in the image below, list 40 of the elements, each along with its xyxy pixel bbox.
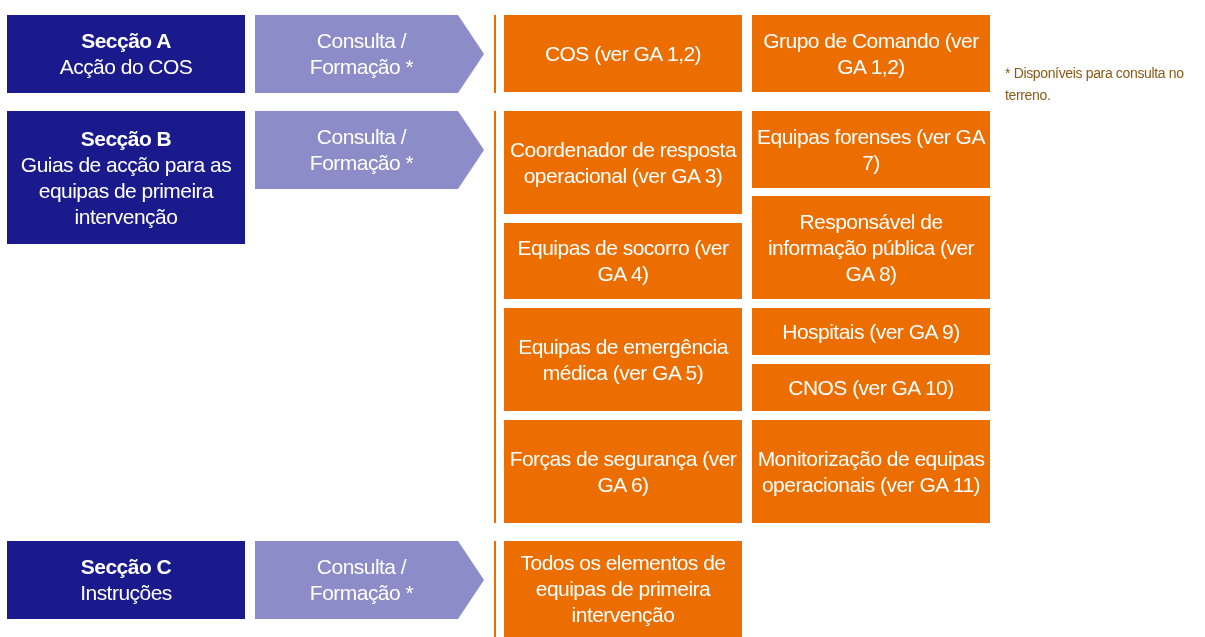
role-box: [504, 223, 742, 299]
chevron-banner: [255, 111, 484, 189]
role-label: Coordenador de resposta operacional (ver GA 3): [508, 136, 738, 189]
section-box: [7, 111, 245, 244]
role-label: CNOS (ver GA 10): [788, 374, 954, 401]
role-label: Forças de segurança (ver GA 6): [508, 445, 738, 498]
section-description: Guias de acção para as equipas de primeira intervenção: [19, 151, 233, 230]
role-box: [504, 111, 742, 214]
section-title: Secção B: [80, 125, 172, 152]
section-description: Acção do COS: [59, 54, 193, 80]
chevron-banner: [255, 541, 484, 619]
section-box: [7, 15, 245, 93]
role-box: [504, 15, 742, 92]
role-box: [752, 364, 990, 411]
chevron-label: Consulta / Formação *: [308, 124, 415, 176]
role-label: Responsável de informação pública (ver GA 8): [766, 208, 976, 287]
role-box: [504, 420, 742, 523]
role-box: [504, 308, 742, 411]
role-box: [752, 111, 990, 188]
role-box: [504, 541, 742, 637]
footnote: * Disponíveis para consulta no terreno.: [1005, 64, 1185, 105]
role-box: [752, 308, 990, 355]
role-box: [752, 420, 990, 523]
role-box: [752, 15, 990, 92]
section-description: Instruções: [80, 580, 172, 606]
section-title: Secção C: [80, 554, 172, 580]
section-title: Secção A: [81, 28, 171, 54]
chevron-banner: [255, 15, 484, 93]
role-label: Equipas de socorro (ver GA 4): [516, 235, 730, 287]
section-box: [7, 541, 245, 619]
chevron-label: Consulta / Formação *: [308, 554, 415, 606]
role-label: Equipas forenses (ver GA 7): [756, 123, 986, 176]
role-label: Grupo de Comando (ver GA 1,2): [762, 27, 980, 80]
role-label: COS (ver GA 1,2): [544, 40, 702, 67]
chevron-label: Consulta / Formação *: [308, 28, 415, 80]
role-label: Equipas de emergência médica (ver GA 5): [517, 333, 730, 386]
role-label: Hospitais (ver GA 9): [782, 318, 960, 345]
role-label: Monitorização de equipas operacionais (ver GA 11): [756, 445, 986, 498]
role-box: [752, 196, 990, 299]
role-label: Todos os elementos de equipas de primeira intervenção: [519, 550, 727, 628]
